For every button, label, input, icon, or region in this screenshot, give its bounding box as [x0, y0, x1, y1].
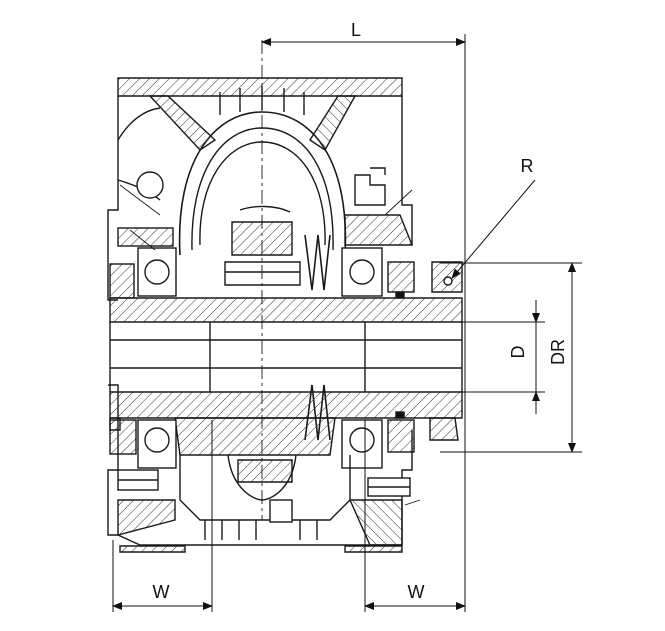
upper-right-bearing: [341, 214, 415, 299]
lower-worm-gear: [117, 454, 403, 546]
upper-left-bearing: [109, 227, 177, 299]
label-DR: DR: [548, 339, 568, 365]
leader-lines: [119, 184, 421, 506]
label-W-right: W: [408, 582, 425, 602]
wheel-hub: [224, 205, 301, 286]
lower-right-bearing: [341, 411, 415, 497]
label-R: R: [521, 156, 534, 176]
dimension-D: [462, 300, 545, 414]
label-W-left: W: [153, 582, 170, 602]
label-L: L: [351, 20, 361, 40]
dimension-R-leader: [451, 179, 536, 279]
lower-left-bearing: [109, 419, 177, 491]
hollow-shaft: [109, 297, 463, 456]
housing-outline: [107, 77, 413, 553]
dimension-W-left: [112, 420, 213, 612]
label-D: D: [508, 346, 528, 359]
dimension-DR: [440, 262, 582, 453]
dimension-L: [261, 34, 466, 612]
dimension-W-right: [364, 420, 466, 612]
torque-limiter-nut-lower: [429, 417, 459, 441]
worm-wheel-upper: [117, 86, 386, 256]
torque-limiter-nut-upper: [431, 261, 463, 293]
